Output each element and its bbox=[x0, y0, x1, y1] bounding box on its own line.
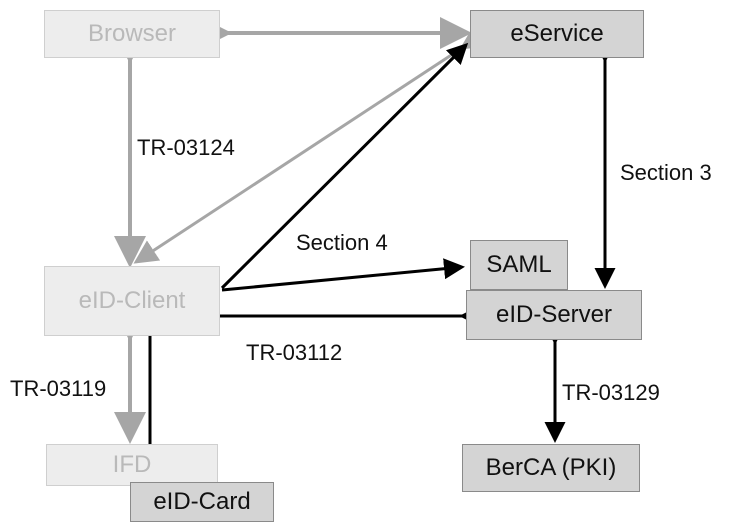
section-3-label: Section 3 bbox=[620, 160, 712, 185]
browser-node: Browser bbox=[44, 10, 220, 58]
tr-03129-label: TR-03129 bbox=[562, 380, 660, 405]
eservice-node: eService bbox=[470, 10, 644, 58]
client-saml-arrow bbox=[221, 258, 465, 292]
berca-label: BerCA (PKI) bbox=[485, 454, 617, 481]
ifd-label: IFD bbox=[112, 451, 152, 478]
browser-label: Browser bbox=[87, 20, 177, 47]
eid-card-node: eID-Card bbox=[130, 482, 274, 522]
eid-server-label: eID-Server bbox=[495, 301, 613, 328]
eservice-client-gray-arrow bbox=[133, 26, 487, 264]
tr-03124-label: TR-03124 bbox=[137, 135, 235, 160]
berca-node: BerCA (PKI) bbox=[462, 444, 640, 492]
saml-node: SAML bbox=[470, 240, 568, 290]
eid-server-node: eID-Server bbox=[466, 290, 642, 340]
eservice-label: eService bbox=[510, 20, 604, 47]
ifd-node: IFD bbox=[46, 444, 218, 486]
eid-client-label: eID-Client bbox=[78, 287, 186, 314]
tr-03112-label: TR-03112 bbox=[246, 340, 343, 365]
section-4-label: Section 4 bbox=[296, 230, 388, 255]
tr-03119-label: TR-03119 bbox=[10, 376, 107, 401]
saml-label: SAML bbox=[486, 251, 552, 278]
eid-client-node: eID-Client bbox=[44, 266, 220, 336]
eid-card-label: eID-Card bbox=[153, 488, 251, 515]
client-eservice-black-arrow bbox=[220, 42, 469, 290]
